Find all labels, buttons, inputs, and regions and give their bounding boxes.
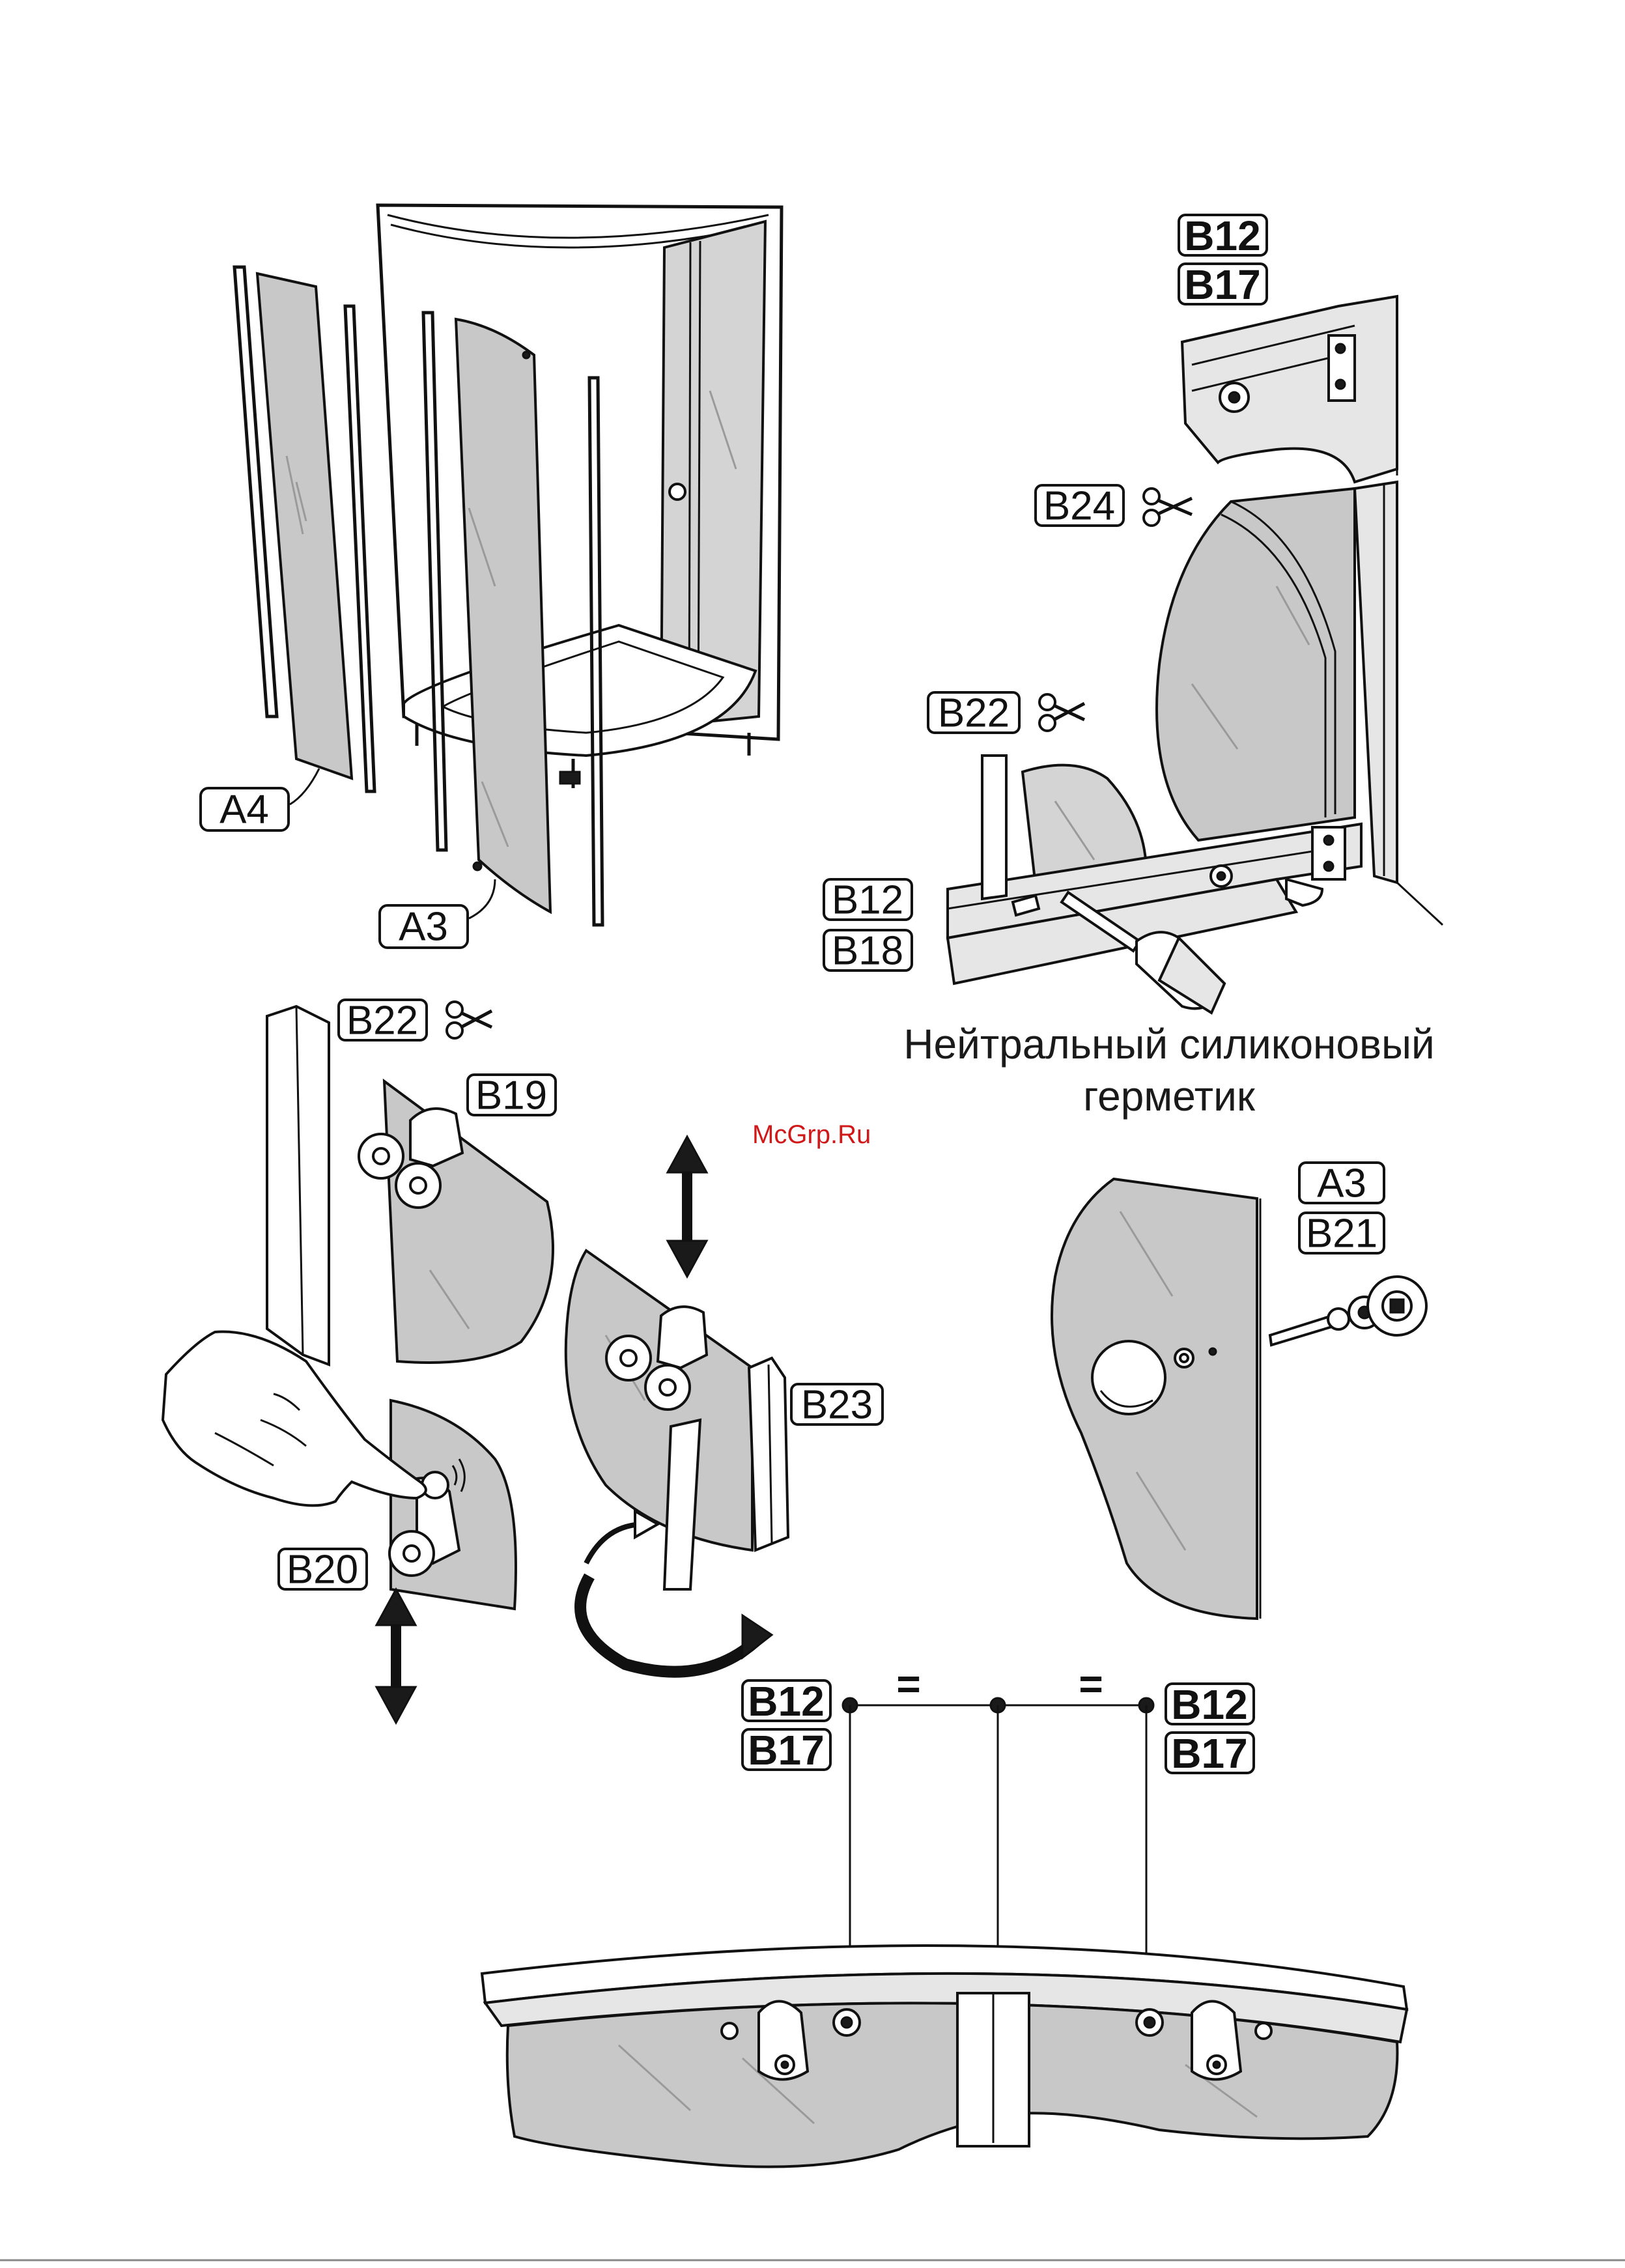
- scissors-icon: [1144, 489, 1192, 526]
- up-down-arrow-icon: [376, 1589, 416, 1723]
- roller-b23-assembly: [566, 1251, 788, 1589]
- label-b17-top: B17: [1179, 261, 1267, 308]
- svg-text:B17: B17: [1184, 261, 1260, 308]
- svg-text:B12: B12: [1184, 212, 1260, 259]
- label-b12-bottom-right: B12: [1166, 1681, 1254, 1728]
- svg-text:B21: B21: [1306, 1212, 1378, 1256]
- equal-sign-right: =: [1079, 1660, 1103, 1707]
- label-b21: B21: [1299, 1212, 1384, 1256]
- svg-text:B17: B17: [748, 1727, 824, 1774]
- label-a3-knob: A3: [1299, 1161, 1384, 1206]
- svg-text:B18: B18: [832, 929, 903, 974]
- label-b19: B19: [468, 1073, 556, 1118]
- pointing-hand-icon: [163, 1332, 426, 1506]
- label-b12-bottom-left: B12: [742, 1678, 830, 1725]
- svg-text:A3: A3: [1317, 1161, 1366, 1206]
- scissors-icon: [447, 1002, 492, 1038]
- bottom-rail-detail: [948, 482, 1443, 1013]
- svg-text:B19: B19: [475, 1073, 547, 1118]
- svg-text:B23: B23: [801, 1383, 873, 1428]
- svg-text:B17: B17: [1171, 1730, 1247, 1777]
- svg-text:B22: B22: [938, 691, 1010, 736]
- svg-text:B12: B12: [832, 878, 903, 923]
- svg-text:B12: B12: [748, 1678, 824, 1725]
- equal-sign-left: =: [896, 1660, 920, 1707]
- label-b17-bottom-right: B17: [1166, 1730, 1254, 1777]
- caption-line-1: Нейтральный силиконовый: [903, 1021, 1434, 1068]
- svg-text:A4: A4: [219, 787, 269, 832]
- roller-spacing-detail: [482, 1698, 1407, 2167]
- glass-panel-a3: [456, 319, 550, 912]
- svg-text:B12: B12: [1171, 1681, 1247, 1728]
- svg-text:B24: B24: [1043, 484, 1115, 529]
- caption-line-2: герметик: [1083, 1073, 1256, 1120]
- label-a4: A4: [201, 787, 289, 832]
- svg-text:B22: B22: [346, 999, 418, 1043]
- label-b22-left: B22: [339, 999, 427, 1043]
- watermark: McGrp.Ru: [752, 1120, 871, 1149]
- label-b12-mid: B12: [824, 878, 912, 923]
- top-rail-detail: [1182, 296, 1397, 482]
- label-b20: B20: [279, 1548, 367, 1593]
- label-b24: B24: [1036, 484, 1123, 529]
- glass-panel-a4: [257, 274, 352, 778]
- svg-text:A3: A3: [399, 905, 448, 950]
- label-b22-right: B22: [928, 691, 1019, 736]
- exploded-enclosure: [234, 205, 782, 925]
- label-a3-top: A3: [380, 905, 468, 950]
- scissors-icon: [1039, 694, 1084, 731]
- label-b17-bottom-left: B17: [742, 1727, 830, 1774]
- label-b23: B23: [791, 1383, 883, 1428]
- label-b18: B18: [824, 929, 912, 974]
- svg-text:B20: B20: [287, 1548, 358, 1593]
- up-down-arrow-icon: [668, 1137, 707, 1277]
- label-b12-top: B12: [1179, 212, 1267, 259]
